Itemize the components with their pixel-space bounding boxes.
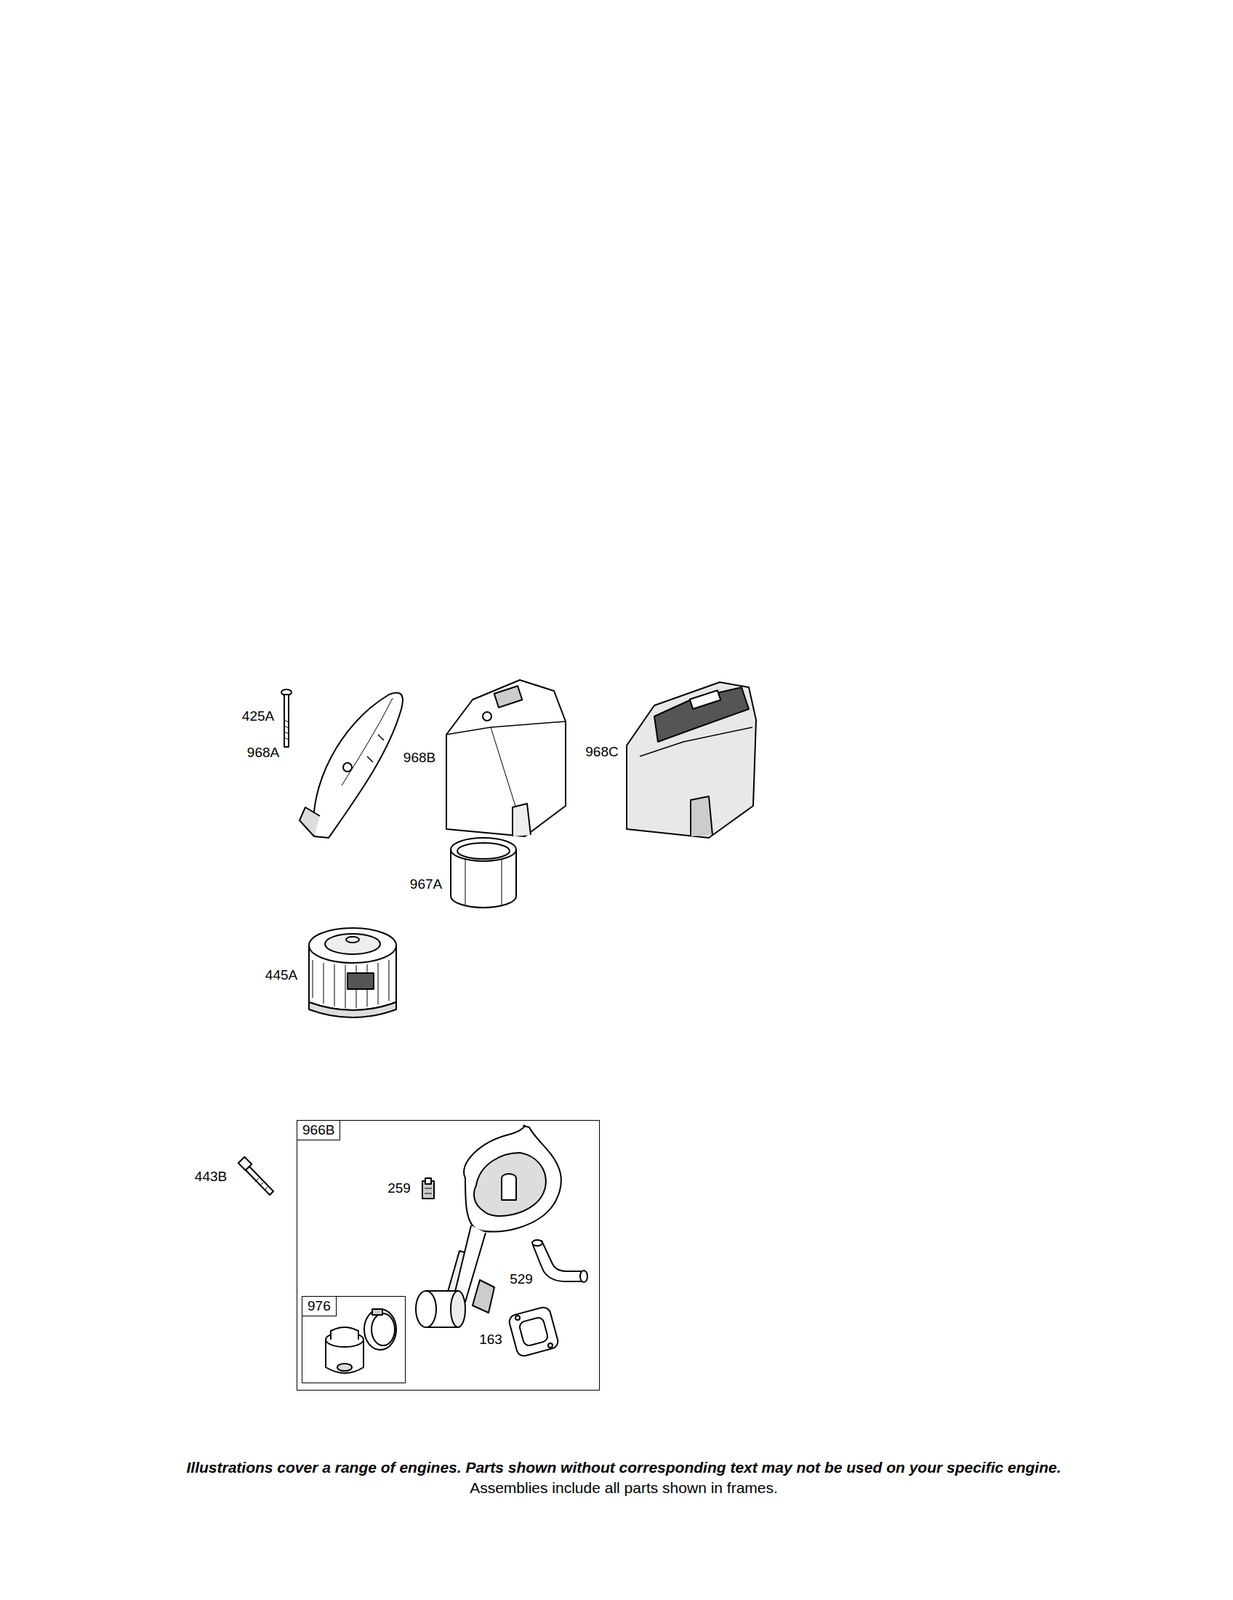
frame-label: 976	[302, 1296, 337, 1316]
callout-number: 968A	[245, 744, 281, 761]
cover	[626, 681, 757, 838]
callout-number: 443B	[193, 1168, 229, 1185]
gasket	[507, 1304, 560, 1357]
callout-number: 968B	[402, 749, 437, 766]
elbow-kit	[325, 1308, 397, 1373]
air-filter	[308, 927, 397, 1018]
footer-note: Illustrations cover a range of engines. …	[184, 1459, 1063, 1476]
cover	[446, 679, 566, 837]
bolt	[281, 689, 292, 747]
foam-sleeve	[450, 837, 517, 908]
bolt	[238, 1156, 274, 1195]
cover	[299, 692, 403, 839]
air-cleaner-base	[415, 1124, 562, 1327]
callout-number: 529	[508, 1270, 535, 1287]
callout-number: 445A	[263, 966, 299, 983]
callout-number: 967A	[408, 876, 444, 893]
frame-label: 966B	[297, 1120, 341, 1140]
footer-note: Assemblies include all parts shown in fr…	[468, 1479, 780, 1496]
breather-tube	[532, 1239, 588, 1282]
callout-number: 259	[386, 1179, 413, 1196]
callout-number: 425A	[240, 708, 276, 725]
assembly-frame: 966B 976	[296, 1119, 600, 1391]
callout-number: 163	[477, 1331, 504, 1348]
assembly-frame: 976	[301, 1295, 406, 1383]
callout-number: 968C	[583, 743, 620, 760]
clip	[422, 1177, 435, 1199]
